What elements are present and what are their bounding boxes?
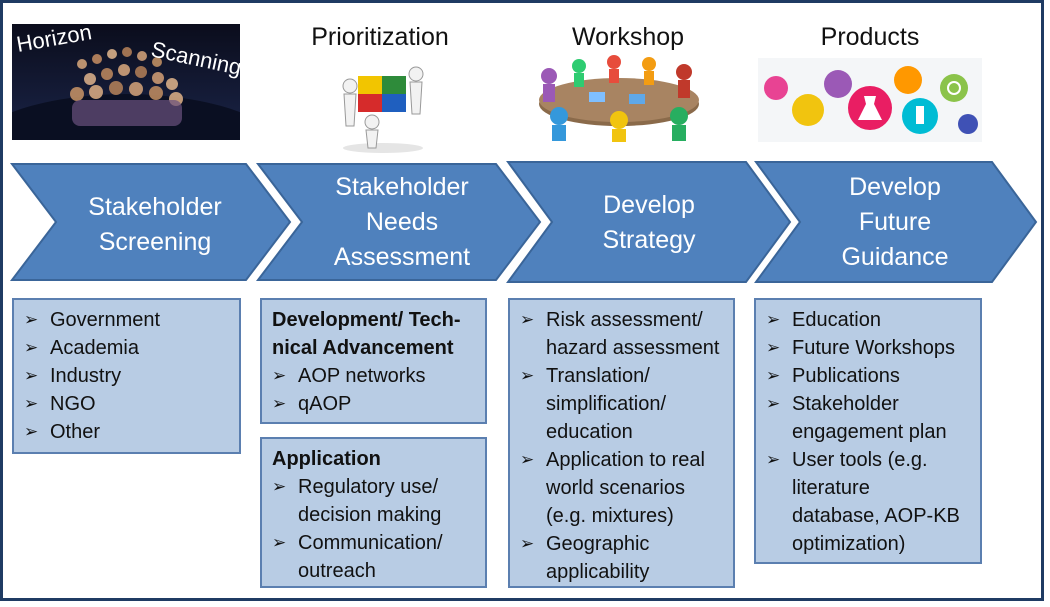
list-item: Academia xyxy=(24,334,229,362)
chevron-label-develop-strategy: Develop Strategy xyxy=(602,191,696,254)
chevron-develop-strategy xyxy=(506,161,792,283)
stage-heading-workshop: Workshop xyxy=(571,23,685,51)
stakeholder-screening-box: Government Academia Industry NGO Other xyxy=(12,298,241,454)
chevron-label-stakeholder-screening: Stakeholder Screening xyxy=(88,193,222,256)
future-guidance-box: Education Future Workshops Publications … xyxy=(754,298,982,564)
list-item: Risk assessment/ hazard assessment xyxy=(520,306,723,362)
application-box: Application Regulatory use/ decision mak… xyxy=(260,437,487,588)
list-item: Industry xyxy=(24,362,229,390)
horizon-scanning-image: Horizon Scanning xyxy=(12,24,240,140)
list-item: Education xyxy=(766,306,970,334)
list-item: qAOP xyxy=(272,390,475,418)
list-item: AOP networks xyxy=(272,362,475,390)
box-heading: Application xyxy=(272,448,381,470)
puzzle-people-image xyxy=(328,56,438,156)
stage-heading-products: Products xyxy=(820,23,920,51)
development-technical-box: Development/ Tech- nical Advancement AOP… xyxy=(260,298,487,424)
list-item: User tools (e.g. literature database, AO… xyxy=(766,446,970,558)
chevron-label-needs-assessment: Stakeholder Needs Assessment xyxy=(333,173,471,271)
box-heading: nical Advancement xyxy=(272,337,454,359)
chevron-needs-assessment xyxy=(255,163,542,281)
develop-strategy-box: Risk assessment/ hazard assessment Trans… xyxy=(508,298,735,588)
list-item: Geographic applicability xyxy=(520,530,723,586)
list-item: Government xyxy=(24,306,229,334)
list-item: Application to real world scenarios (e.g… xyxy=(520,446,723,530)
chevron-label-future-guidance: Develop Future Guidance xyxy=(841,173,949,271)
list-item: Communication/ outreach xyxy=(272,529,475,585)
list-item: Publications xyxy=(766,362,970,390)
list-item: Future Workshops xyxy=(766,334,970,362)
list-item: NGO xyxy=(24,390,229,418)
process-chevrons xyxy=(9,161,1038,283)
list-item: Translation/ simplification/ education xyxy=(520,362,723,446)
list-item: Regulatory use/ decision making xyxy=(272,473,475,529)
list-item: Stakeholder engagement plan xyxy=(766,390,970,446)
list-item: Other xyxy=(24,418,229,446)
stage-heading-prioritization: Prioritization xyxy=(311,23,449,51)
science-icons-image xyxy=(758,58,982,142)
chevron-future-guidance xyxy=(754,161,1038,283)
round-table-people-image xyxy=(519,54,719,142)
chevron-stakeholder-screening xyxy=(9,163,292,281)
box-heading: Development/ Tech- xyxy=(272,309,461,331)
